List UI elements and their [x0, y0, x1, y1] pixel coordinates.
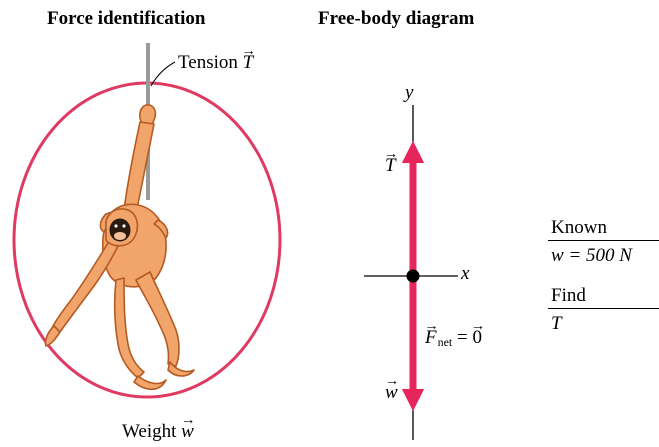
known-heading: Known	[551, 217, 607, 238]
tension-label-text: Tension	[178, 52, 238, 73]
orangutan-illustration	[44, 104, 195, 391]
find-heading: Find	[551, 285, 586, 306]
x-axis-label: x	[461, 263, 470, 284]
weight-label-text: Weight	[122, 421, 177, 442]
net-force-symbol: F	[425, 327, 437, 349]
y-axis-label: y	[405, 82, 414, 103]
weight-label: Weight w	[122, 421, 194, 443]
net-force-subscript: net	[437, 335, 453, 349]
tension-leader-line	[150, 61, 176, 87]
known-value: w = 500 N	[551, 245, 632, 266]
heading-free-body-diagram: Free-body diagram	[318, 8, 475, 29]
weight-label-symbol: w	[181, 421, 194, 443]
net-force-value: 0	[473, 327, 483, 349]
fbd-tension-symbol: T	[385, 155, 396, 177]
find-rule	[548, 308, 659, 309]
find-value: T	[551, 313, 562, 334]
origin-dot	[406, 269, 420, 283]
heading-force-identification: Force identification	[47, 8, 206, 29]
fbd-tension-label: T	[385, 155, 396, 177]
fbd-weight-label: w	[385, 382, 398, 404]
tension-label-symbol: T	[243, 52, 254, 74]
fbd-weight-symbol: w	[385, 382, 398, 404]
net-force-equals: =	[457, 327, 468, 348]
tension-label: Tension T	[178, 52, 253, 74]
known-rule	[548, 240, 659, 241]
net-force-label: Fnet = 0	[425, 327, 482, 350]
